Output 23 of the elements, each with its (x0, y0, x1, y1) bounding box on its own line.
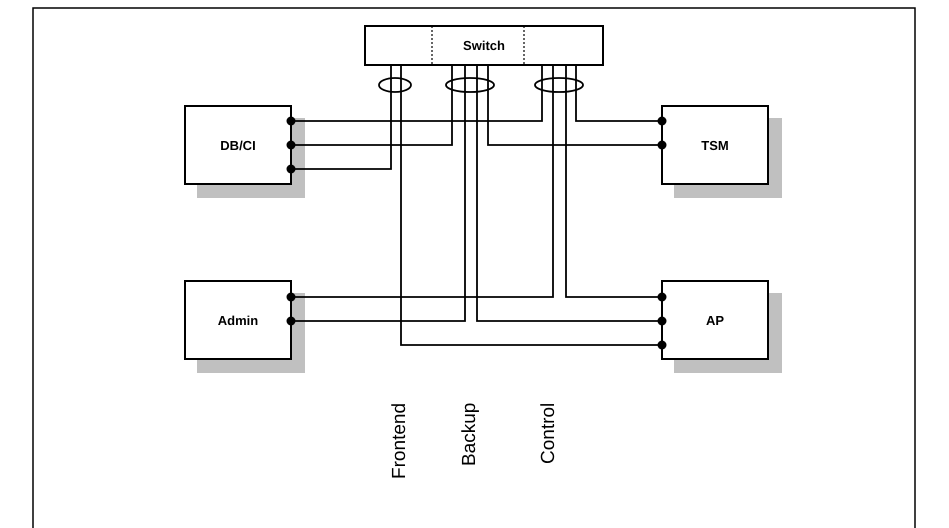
cable-line (286, 66, 554, 302)
cable-line (487, 66, 666, 150)
cable-line (565, 66, 666, 302)
node-label: DB/CI (220, 138, 256, 152)
node-label: AP (706, 312, 724, 328)
cable-line (286, 66, 543, 126)
node-label: Switch (463, 38, 505, 53)
server-box (184, 105, 292, 185)
network-label: Frontend (390, 402, 409, 479)
cable-line (286, 66, 392, 174)
network-label: Control (539, 402, 558, 464)
cable-line (400, 66, 666, 350)
node-label: Admin (218, 312, 258, 328)
node-label: TSM (701, 138, 729, 152)
server-box (661, 280, 769, 360)
server-box (661, 105, 769, 185)
cable-line (286, 66, 466, 326)
switch-box (364, 25, 604, 66)
server-box (184, 280, 292, 360)
cable-line (476, 66, 666, 326)
cable-line (575, 66, 666, 126)
network-label: Backup (460, 402, 479, 466)
cable-line (286, 66, 453, 150)
